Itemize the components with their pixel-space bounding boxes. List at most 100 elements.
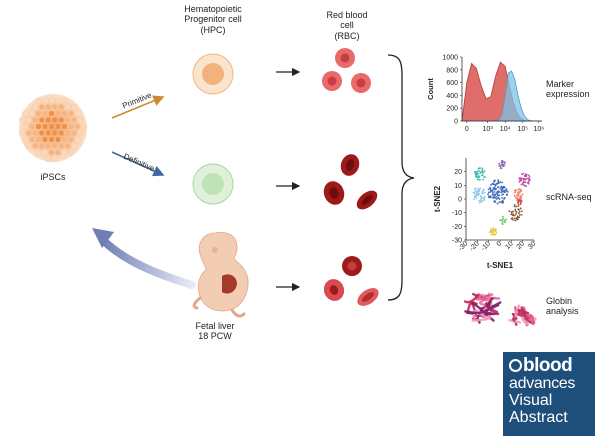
tsne-point [519, 207, 522, 210]
rbc-primitive-group [322, 48, 371, 93]
globin-ribbon [508, 319, 522, 324]
ipsc-cell [25, 129, 32, 137]
tsne-point [501, 181, 503, 184]
definitive-arrow [111, 151, 165, 177]
ipsc-cell [67, 110, 75, 117]
ipsc-cell [35, 110, 42, 117]
ipsc-cell [61, 97, 68, 104]
tsne-point [483, 176, 486, 179]
tsne-point [520, 196, 522, 199]
tsne-point [491, 189, 494, 192]
tsne-point [491, 193, 494, 196]
tsne-point [498, 162, 501, 165]
ipsc-cell [25, 116, 32, 124]
tsne-point [527, 182, 530, 185]
histogram-x-tick: 0 [465, 126, 469, 133]
ipsc-cell [28, 136, 36, 143]
tsne-point [517, 202, 519, 205]
tsne-point [510, 213, 513, 216]
tsne-y-tick: -30 [452, 238, 462, 245]
tsne-point [480, 171, 483, 173]
tsne-point [520, 195, 523, 198]
tsne-point [502, 215, 504, 218]
ipsc-cell [48, 97, 55, 104]
tsne-point [515, 213, 517, 215]
tsne-point [478, 179, 481, 181]
tsne-x-tick: 10 [504, 240, 515, 251]
tsne-point [520, 189, 522, 191]
tsne-point [481, 190, 484, 193]
tsne-point [481, 168, 484, 171]
tsne-point [517, 191, 519, 194]
tsne-point [476, 170, 479, 173]
globin-ribbon [484, 305, 500, 316]
tsne-point [503, 186, 506, 189]
ipsc-cell [28, 123, 36, 130]
ipsc-cell [61, 136, 68, 143]
globin-structures [463, 292, 537, 327]
tsne-point [492, 233, 494, 236]
tsne-point [520, 183, 523, 186]
tsne-point [500, 191, 503, 194]
globin-ribbon [524, 311, 532, 319]
tsne-point [475, 195, 477, 197]
ipsc-cell [48, 110, 55, 117]
tsne-point [483, 195, 486, 198]
ipsc-cell [41, 136, 49, 143]
tsne-point [520, 177, 523, 180]
tsne-point [517, 194, 519, 197]
tsne-point [473, 195, 476, 197]
ipsc-cell [51, 103, 58, 111]
tsne-point [511, 217, 514, 219]
ipsc-cell [54, 123, 62, 130]
tsne-point [494, 233, 496, 235]
ipsc-cell [35, 149, 42, 156]
ipsc-cell [54, 149, 62, 156]
tsne-point [493, 191, 496, 193]
tsne-point [474, 187, 477, 190]
ipsc-cell [51, 129, 58, 137]
tsne-point [523, 174, 526, 177]
tsne-point [500, 186, 503, 189]
tsne-point [514, 208, 517, 211]
tsne-point [502, 193, 504, 196]
tsne-point [519, 190, 521, 193]
ipsc-cell [71, 129, 78, 137]
tsne-point [487, 188, 490, 191]
tsne-point [492, 197, 495, 199]
histogram-y-tick: 1000 [442, 55, 458, 62]
tsne-point [498, 164, 501, 167]
tsne-point [478, 170, 481, 173]
tsne-point [516, 216, 519, 219]
tsne-point [499, 167, 502, 170]
ipsc-cell [38, 129, 45, 137]
tsne-point [517, 205, 520, 208]
ipsc-cell [58, 129, 65, 137]
tsne-point [498, 198, 501, 200]
ipsc-cell [25, 142, 32, 150]
ipsc-cell [54, 110, 62, 117]
tsne-x-label: t-SNE1 [487, 261, 514, 270]
ipsc-cell [58, 103, 65, 111]
globin-ribbon [485, 301, 491, 309]
globin-ribbon [517, 308, 530, 315]
tsne-point [513, 189, 516, 192]
tsne-point [480, 192, 483, 195]
histogram-y-label: Count [426, 78, 435, 100]
tsne-point [493, 183, 496, 186]
tsne-point [518, 214, 521, 216]
tsne-point [478, 167, 480, 170]
tsne-point [501, 197, 503, 199]
tsne-point [497, 186, 499, 189]
ipsc-cell [48, 136, 55, 143]
tsne-y-tick: 10 [454, 183, 462, 190]
ipsc-cell [71, 103, 78, 111]
ipsc-cell [35, 136, 42, 143]
tsne-point [522, 172, 524, 175]
tsne-point [493, 200, 496, 202]
tsne-point [497, 196, 499, 199]
tsne-point [519, 203, 522, 206]
tsne-point [496, 202, 499, 205]
tsne-point [518, 211, 521, 213]
